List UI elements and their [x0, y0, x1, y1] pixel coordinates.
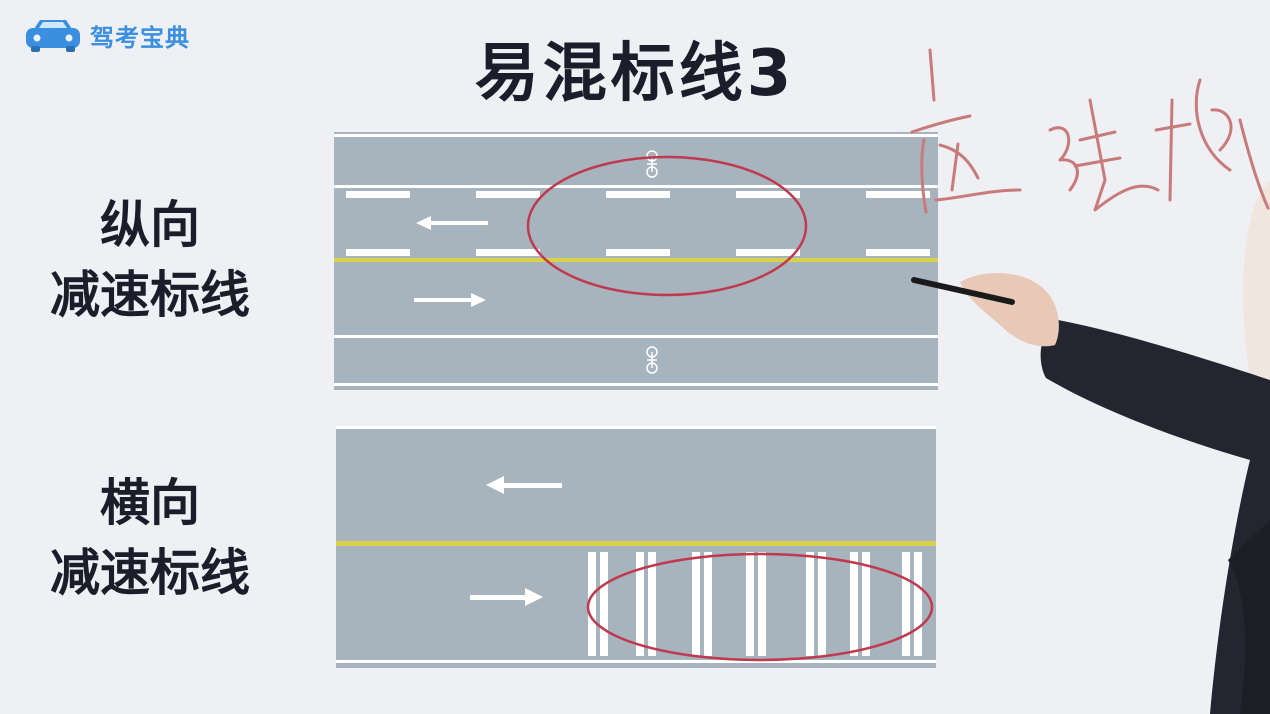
- label-longitudinal: 纵向 减速标线: [0, 190, 300, 330]
- car-icon: [26, 20, 80, 52]
- highlight-circle-lower: [586, 552, 934, 662]
- highlight-circle-upper: [526, 155, 808, 297]
- arrow-left-icon: [486, 476, 562, 494]
- dashed-blocks-lower: [346, 249, 930, 256]
- pen-icon: [911, 277, 1015, 305]
- bicycle-icon: [646, 346, 658, 374]
- label-transverse-line1: 横向: [100, 474, 200, 532]
- arrow-right-icon: [414, 293, 486, 307]
- label-longitudinal-line2: 减速标线: [50, 266, 250, 324]
- dashed-blocks-upper: [346, 191, 930, 198]
- transverse-stripes: [588, 552, 922, 656]
- arrow-left-icon: [416, 216, 488, 230]
- arrow-right-icon: [470, 588, 543, 606]
- brand-logo: 驾考宝典: [24, 16, 190, 54]
- handwritten-note: [910, 48, 1270, 214]
- brand-name: 驾考宝典: [90, 23, 190, 52]
- label-transverse-line2: 减速标线: [50, 544, 250, 602]
- label-transverse: 横向 减速标线: [0, 468, 300, 608]
- page-title: 易混标线3: [474, 37, 796, 111]
- label-longitudinal-line1: 纵向: [100, 196, 200, 254]
- transverse-road-diagram: [336, 426, 936, 668]
- longitudinal-road-diagram: [334, 132, 938, 390]
